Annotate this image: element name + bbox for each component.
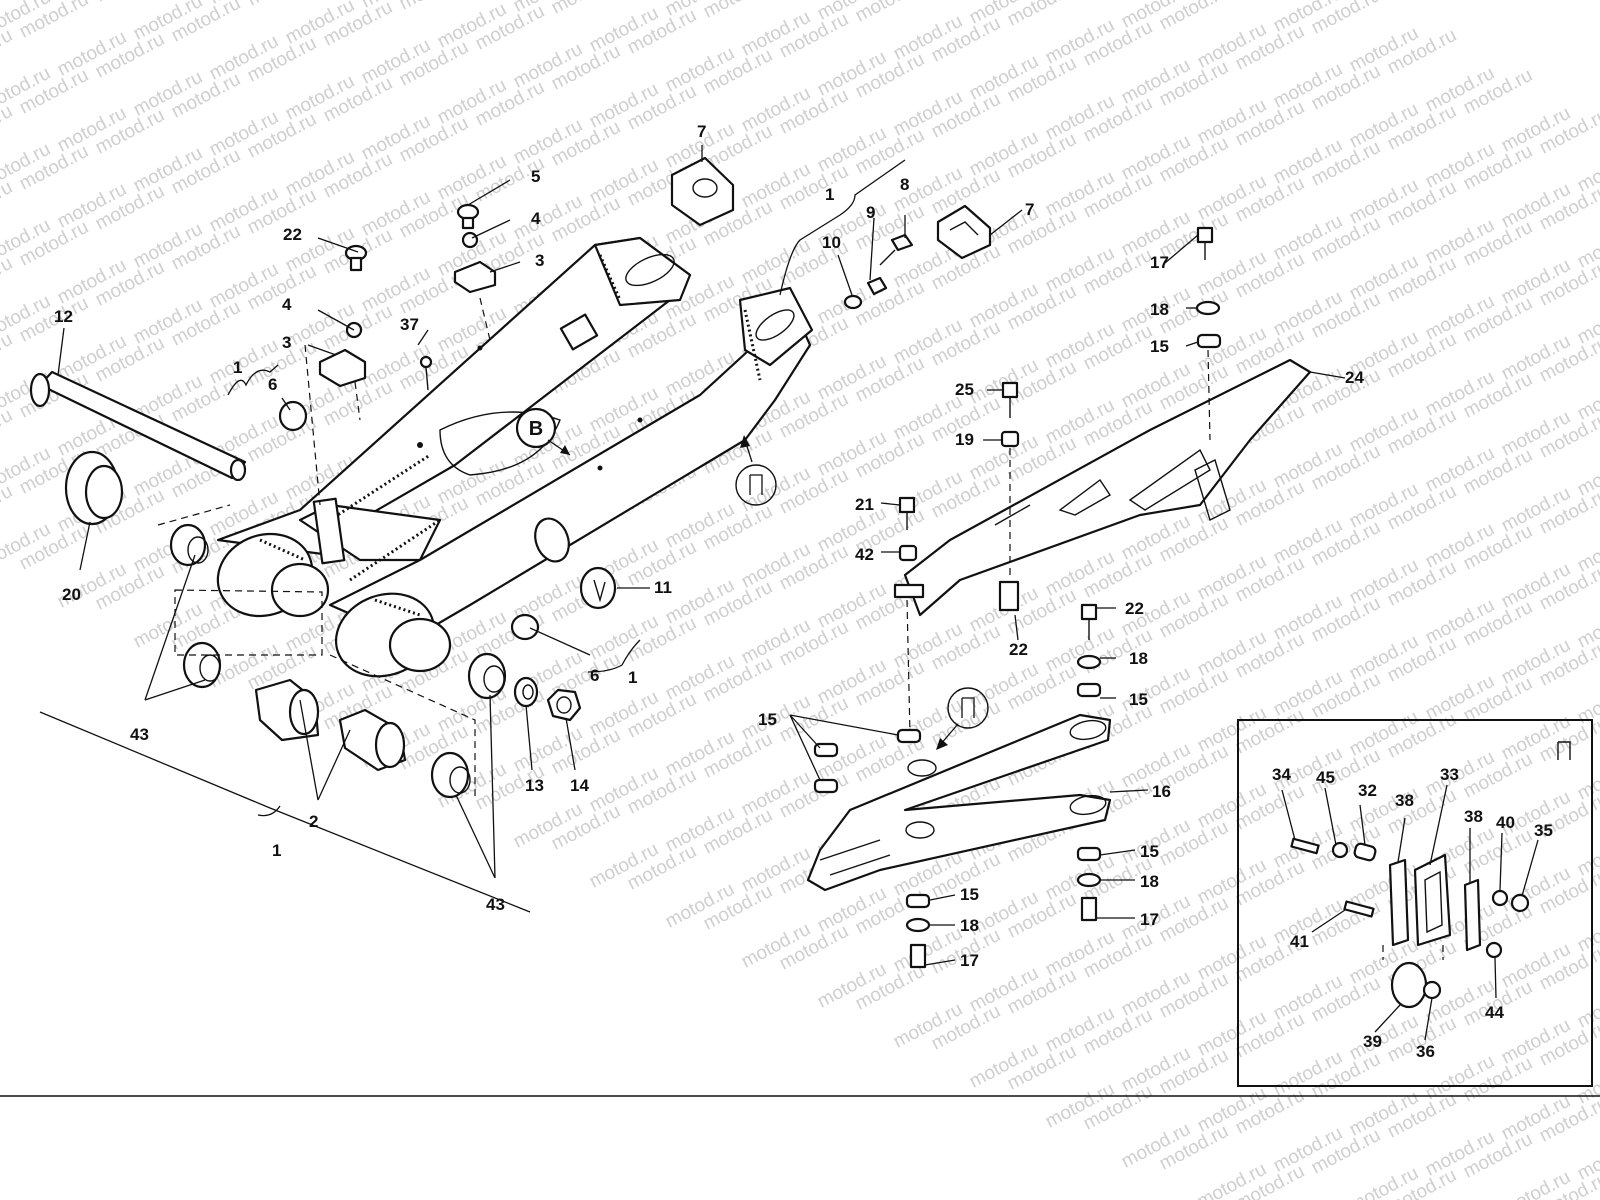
callout-19: 19 (955, 430, 974, 449)
callout-32: 32 (1358, 781, 1377, 800)
callout-11: 11 (654, 578, 672, 597)
callout-45: 45 (1316, 768, 1335, 787)
callout-15-d: 15 (1140, 842, 1159, 861)
callout-40: 40 (1496, 813, 1515, 832)
callout-6-right: 6 (590, 666, 599, 685)
callout-15-c: 15 (758, 710, 777, 729)
callout-39: 39 (1363, 1032, 1382, 1051)
callout-42: 42 (855, 545, 874, 564)
callout-35: 35 (1534, 821, 1553, 840)
callout-18-bottom: 18 (960, 916, 979, 935)
callout-18-top: 18 (1150, 300, 1169, 319)
callout-13: 13 (525, 776, 544, 795)
callout-4-top: 4 (531, 209, 541, 228)
callout-21: 21 (855, 495, 874, 514)
callout-22-spacer: 22 (1009, 640, 1028, 659)
cap-left (278, 400, 308, 432)
callout-43-left: 43 (130, 725, 149, 744)
chain-slider (806, 713, 1112, 892)
pivot-nut (546, 688, 582, 722)
callout-leaders (57, 145, 1539, 1041)
callout-33: 33 (1440, 765, 1459, 784)
callout-43-right: 43 (486, 895, 505, 914)
callout-22-top: 22 (283, 225, 302, 244)
bushing-a (254, 678, 320, 742)
bearing-left-b (182, 641, 222, 689)
callout-12: 12 (54, 307, 73, 326)
callout-17-mid: 17 (1140, 910, 1159, 929)
callout-15-a: 15 (1150, 337, 1169, 356)
callout-5: 5 (531, 167, 540, 186)
dust-seal (64, 450, 124, 526)
callout-38-right: 38 (1464, 807, 1483, 826)
callout-20: 20 (62, 585, 81, 604)
pivot-washer (513, 676, 539, 708)
callout-1-right: 1 (628, 668, 637, 687)
bearing-right-b (467, 652, 507, 700)
clamp-mid (318, 244, 368, 388)
callout-numbers: 5 4 3 22 4 3 37 1 6 12 20 7 7 1 8 9 10 1… (54, 122, 1553, 1061)
view-arrow-marker (735, 435, 777, 506)
callout-18-low: 18 (1140, 872, 1159, 891)
callout-34: 34 (1272, 765, 1291, 784)
view-b-marker: B (515, 407, 571, 456)
callout-9: 9 (866, 203, 875, 222)
callout-7-right: 7 (1025, 200, 1034, 219)
adjuster-block-right (936, 204, 992, 260)
inset-box (1237, 719, 1593, 1087)
callout-1-left: 1 (233, 358, 242, 377)
callout-22-right: 22 (1125, 599, 1144, 618)
callout-37: 37 (400, 315, 419, 334)
callout-36: 36 (1416, 1042, 1435, 1061)
bearing-left-a (169, 523, 209, 567)
callout-2: 2 (309, 812, 318, 831)
slider-spacers (813, 603, 1102, 969)
callout-44: 44 (1485, 1003, 1504, 1022)
bushing-b (338, 708, 407, 772)
screw-37 (419, 355, 433, 391)
callout-8: 8 (900, 175, 909, 194)
adjuster-screw-set (843, 233, 914, 310)
bearing-right-a (430, 751, 471, 799)
callout-15-e: 15 (960, 885, 979, 904)
callout-24: 24 (1345, 368, 1364, 387)
callout-16: 16 (1152, 782, 1171, 801)
callout-7-left: 7 (697, 122, 706, 141)
callout-1-bottom: 1 (272, 841, 281, 860)
adjuster-block-left (670, 156, 735, 227)
clamp-top (453, 203, 497, 294)
callout-14: 14 (570, 776, 589, 795)
callout-3-top: 3 (535, 251, 544, 270)
swingarm (216, 236, 814, 678)
cap-right (510, 613, 540, 641)
callout-6-left: 6 (268, 375, 277, 394)
view-b-label: B (529, 418, 543, 440)
pivot-shaft (29, 370, 247, 482)
callout-17-top: 17 (1150, 253, 1169, 272)
view-arrow-marker-2 (936, 687, 989, 750)
chain-adjuster-plug (579, 566, 617, 610)
callout-15-b: 15 (1129, 690, 1148, 709)
callout-38-left: 38 (1395, 791, 1414, 810)
callout-3-mid: 3 (282, 333, 291, 352)
callout-4-mid: 4 (282, 295, 292, 314)
callout-41: 41 (1290, 932, 1309, 951)
callout-1-top: 1 (825, 185, 834, 204)
callout-10: 10 (822, 233, 841, 252)
callout-18-mid: 18 (1129, 649, 1148, 668)
callout-17-bottom: 17 (960, 951, 979, 970)
callout-25: 25 (955, 380, 974, 399)
chain-guard (903, 358, 1312, 617)
